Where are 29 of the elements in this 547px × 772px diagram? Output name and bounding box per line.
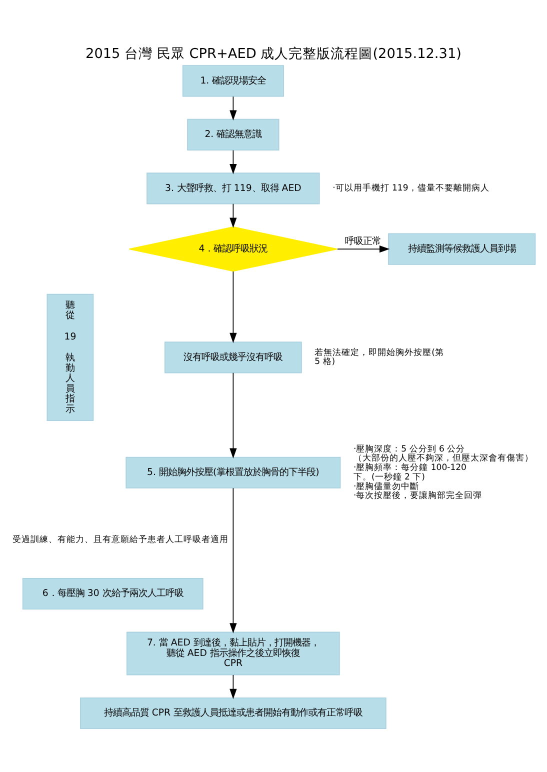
node-box: 1. 確認現場安全	[182, 65, 284, 97]
node-box: 3. 大聲呼救、打 119、取得 AED	[146, 172, 320, 204]
node-box: 6．每壓胸 30 次給予兩次人工呼吸	[22, 578, 204, 610]
node-label: ‧壓胸儘量勿中斷	[353, 482, 420, 492]
edge-label: 呼吸正常	[344, 236, 381, 247]
arrow	[230, 488, 237, 634]
node-label: （大部份的人壓不夠深，但壓太深會有傷害）	[353, 454, 534, 464]
arrow	[230, 203, 237, 228]
diagram-title: 2015 台灣 民眾 CPR+AED 成人完整版流程圖(2015.12.31)	[86, 46, 462, 62]
node-label: 受過訓練、有能力、且有意願給予患者人工呼吸者適用	[12, 535, 229, 546]
node-box: 2. 確認無意識	[187, 118, 280, 150]
node-label: ‧可以用手機打 119，儘量不要離開病人	[332, 184, 490, 194]
node-label: 若無法確定，即開始胸外按壓(第 5 格)	[314, 348, 444, 368]
node-box: 持續監測等候救護人員到場	[388, 233, 536, 265]
node-label: ‧壓胸深度：5 公分到 6 公分	[353, 444, 466, 454]
node-box: 持續高品質 CPR 至救護人員抵達或患者開始有動作或有正常呼吸	[80, 697, 386, 730]
node-box: 7. 當 AED 到達後，黏上貼片，打開機器，聽從 AED 指示操作之後立即恢復 CPR	[126, 632, 340, 676]
node-label: ‧每次按壓後，要讓胸部完全回彈	[353, 491, 482, 502]
node-label: ‧壓胸頻率：每分鐘 100-120 下。(一秒鐘 2 下)	[353, 463, 466, 482]
node-diamond: 4．確認呼吸狀況	[128, 226, 338, 272]
node-box: 聽從 19 執勤人員指示	[46, 294, 94, 421]
arrow	[230, 674, 237, 700]
arrow	[230, 372, 237, 458]
node-box: 沒有呼吸或幾乎沒有呼吸	[164, 342, 302, 374]
arrow	[230, 150, 237, 174]
arrow	[230, 96, 237, 121]
arrow	[337, 245, 390, 253]
node-box: 5. 開始胸外按壓(掌根置放於胸骨的下半段)	[126, 456, 341, 488]
arrow	[230, 271, 237, 344]
